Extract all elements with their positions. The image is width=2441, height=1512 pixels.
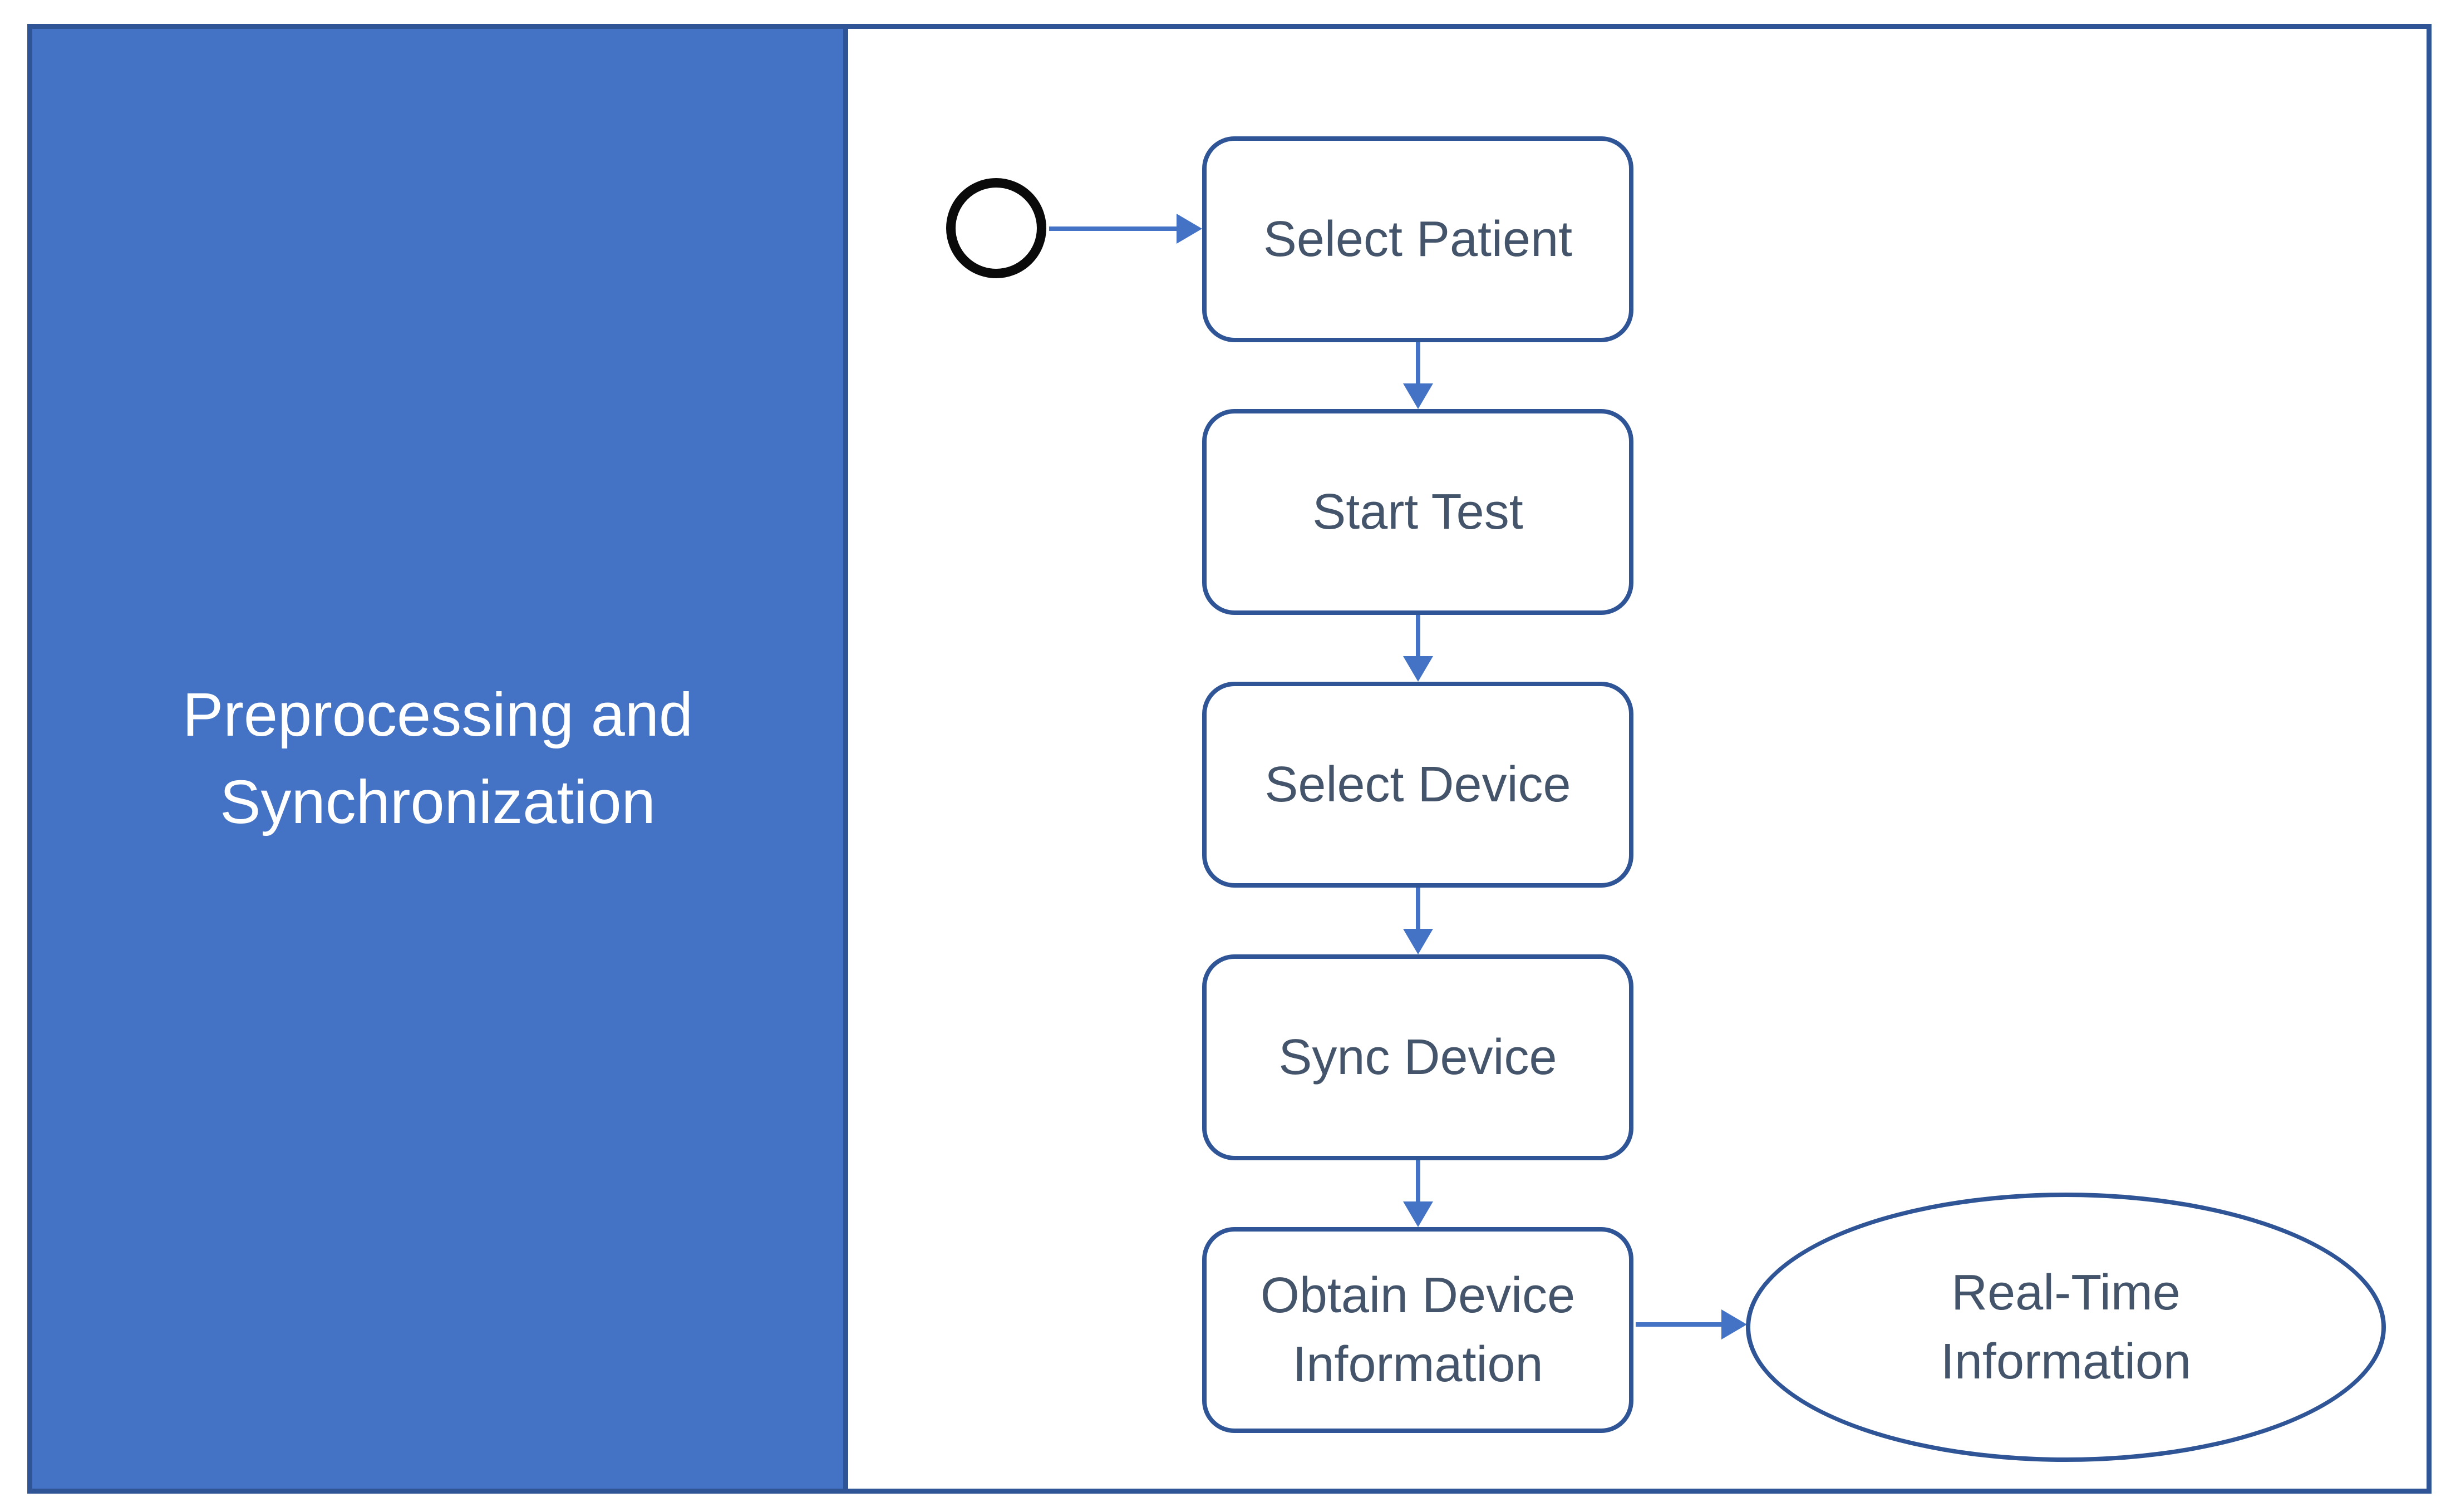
flow-step-obtain-device-information: Obtain Device Information bbox=[1202, 1227, 1633, 1433]
flow-step-select-patient: Select Patient bbox=[1202, 136, 1633, 342]
arrow-shaft bbox=[1416, 615, 1420, 661]
phase-sidebar: Preprocessing and Synchronization bbox=[32, 29, 848, 1489]
flow-step-start-test: Start Test bbox=[1202, 409, 1633, 615]
arrowhead-down-icon bbox=[1403, 383, 1433, 409]
arrow-select-patient-to-start-test bbox=[1402, 342, 1434, 409]
arrow-shaft bbox=[1416, 342, 1420, 388]
flow-step-label: Select Patient bbox=[1263, 211, 1573, 267]
flow-step-label: Select Device bbox=[1264, 756, 1571, 812]
arrowhead-down-icon bbox=[1403, 929, 1433, 954]
flow-step-label: Sync Device bbox=[1278, 1029, 1557, 1085]
flow-step-label: Obtain Device Information bbox=[1260, 1267, 1576, 1392]
terminal-label: Real-Time Information bbox=[1940, 1264, 2192, 1390]
terminal-realtime-information: Real-Time Information bbox=[1746, 1193, 2386, 1462]
phase-sidebar-label: Preprocessing and Synchronization bbox=[182, 681, 693, 836]
arrowhead-down-icon bbox=[1403, 1201, 1433, 1227]
arrowhead-right-icon bbox=[1177, 214, 1202, 244]
arrow-shaft bbox=[1049, 226, 1180, 231]
arrow-obtain-info-to-realtime bbox=[1636, 1309, 1747, 1340]
arrow-start-test-to-select-device bbox=[1402, 615, 1434, 682]
start-node-circle bbox=[946, 178, 1046, 278]
arrowhead-right-icon bbox=[1721, 1309, 1747, 1339]
arrow-shaft bbox=[1416, 1160, 1420, 1206]
flow-step-label: Start Test bbox=[1312, 484, 1523, 540]
arrow-shaft bbox=[1636, 1322, 1725, 1327]
arrowhead-down-icon bbox=[1403, 656, 1433, 682]
arrow-shaft bbox=[1416, 888, 1420, 933]
arrow-sync-device-to-obtain-info bbox=[1402, 1160, 1434, 1227]
arrow-select-device-to-sync-device bbox=[1402, 888, 1434, 954]
flow-step-sync-device: Sync Device bbox=[1202, 954, 1633, 1160]
arrow-start-to-select-patient bbox=[1049, 213, 1202, 244]
flow-step-select-device: Select Device bbox=[1202, 682, 1633, 888]
